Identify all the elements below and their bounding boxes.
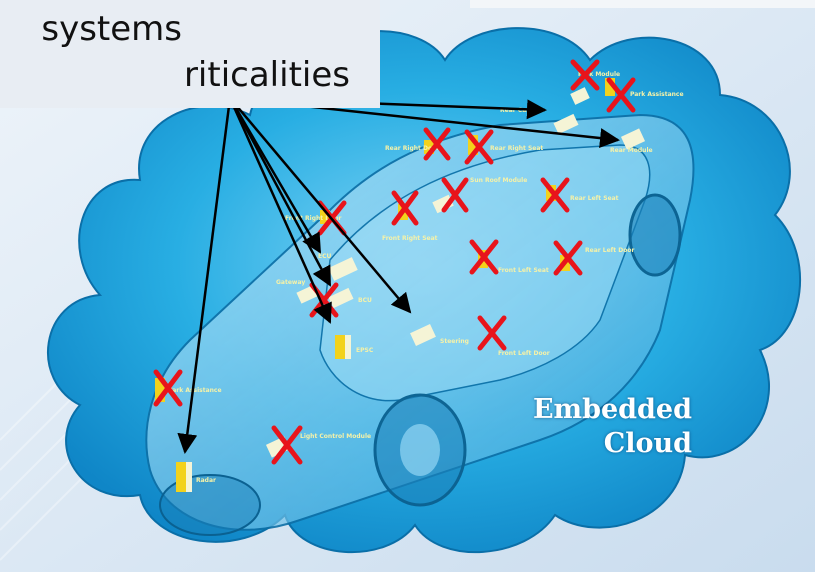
ecu-label: Rear Left Door xyxy=(585,247,634,254)
ecu-rear-right-seat: Rear Right Seat xyxy=(468,135,543,155)
ecu-label: Rear Left Seat xyxy=(570,195,619,202)
ecu-label: BCU xyxy=(358,297,372,304)
ecu-front-left-door: Front Left Door xyxy=(498,350,550,357)
ecu-rear-camera: Rear Camera xyxy=(500,107,579,135)
title-box: systems riticalities xyxy=(0,0,380,108)
ecu-label: ECU xyxy=(318,253,332,260)
ecu-label: Radar xyxy=(196,477,216,484)
ecu-sun-roof-module: Sun Roof Module xyxy=(432,177,527,214)
arrow xyxy=(177,97,232,454)
arrow xyxy=(228,97,332,324)
ecu-rear-module: Rear Module xyxy=(610,128,653,154)
ecu-ecu: ECU xyxy=(318,253,358,281)
x-mark xyxy=(153,369,183,407)
x-mark xyxy=(391,190,419,226)
arrows xyxy=(177,96,620,454)
x-mark xyxy=(553,240,583,276)
x-mark xyxy=(464,129,494,165)
ecu-bcu: BCU xyxy=(328,287,372,309)
cloud-label: Cloud xyxy=(603,428,692,459)
ecu-park-assistance-rear: Park Assistance xyxy=(605,78,684,98)
arrow xyxy=(228,97,332,287)
ecu-label: Park Assistance xyxy=(630,91,684,98)
x-mark xyxy=(441,177,469,213)
ecu-label: Rear Module xyxy=(610,147,653,154)
ecu-label: Park Assistance xyxy=(168,387,222,394)
ecu-park-assistance-front: Park Assistance xyxy=(155,378,222,402)
ecu-radar: Radar xyxy=(176,462,216,492)
ecu-label: Light Control Module xyxy=(300,433,371,440)
ecu-label: Rear Right Door xyxy=(385,145,439,152)
ecu-label: Rear Right Seat xyxy=(490,145,543,152)
ecu-label: Front Right Door xyxy=(285,215,341,222)
title-line-1: systems xyxy=(41,9,182,49)
ecu-label: Gateway xyxy=(276,279,305,286)
ecu-label: EPSC xyxy=(356,347,374,354)
ecu-front-right-door: Front Right Door xyxy=(285,210,341,224)
x-mark xyxy=(606,77,636,113)
title-line-2: riticalities xyxy=(183,55,350,95)
top-banner-edge xyxy=(470,0,815,8)
ecu-label: Front Left Door xyxy=(498,350,550,357)
x-mark xyxy=(570,59,600,91)
x-mark xyxy=(477,315,507,351)
ecu-label: Park Module xyxy=(578,71,620,78)
x-mark xyxy=(469,239,499,275)
ecu-label: Front Left Seat xyxy=(498,267,549,274)
arrow xyxy=(229,97,412,314)
embedded-cloud-label: Embedded Cloud xyxy=(512,393,692,461)
embedded-label: Embedded xyxy=(532,394,692,425)
ecu-label: Rear Camera xyxy=(500,107,544,114)
ecu-label: Sun Roof Module xyxy=(470,177,527,184)
x-mark xyxy=(271,425,303,465)
ecu-epsc: EPSC xyxy=(335,335,374,359)
x-mark xyxy=(540,177,570,213)
ecu-label: Front Right Seat xyxy=(382,235,438,242)
ecu-label: Steering xyxy=(440,338,469,345)
ecu-steering: Steering xyxy=(410,324,469,346)
ecu-park-module: Park Module xyxy=(570,71,620,105)
x-mark xyxy=(423,127,451,161)
ecu-rear-right-door: Rear Right Door xyxy=(385,140,439,154)
